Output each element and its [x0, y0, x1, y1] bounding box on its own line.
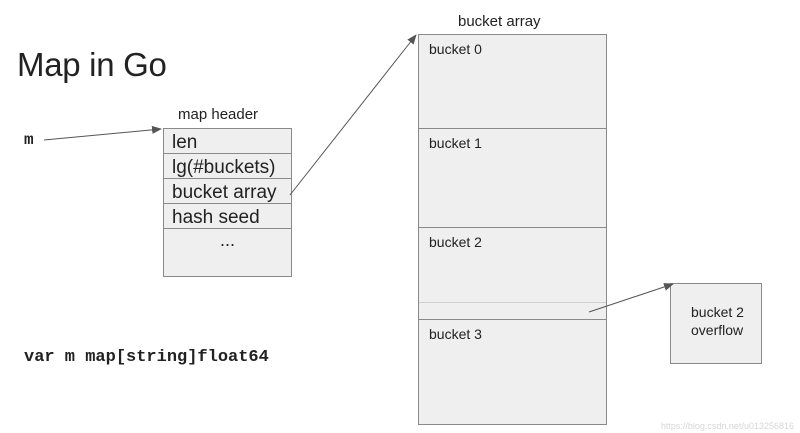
- header-field-lg-buckets: lg(#buckets): [164, 154, 291, 179]
- bucket-divider: [419, 319, 606, 320]
- map-declaration: var m map[string]float64: [24, 348, 269, 367]
- arrow-m-to-header: [43, 125, 162, 141]
- bucket-3: bucket 3: [429, 326, 482, 342]
- variable-m: m: [24, 131, 34, 149]
- bucket-divider: [419, 128, 606, 129]
- bucket-2: bucket 2: [429, 234, 482, 250]
- bucket-array-label: bucket array: [458, 13, 541, 30]
- header-field-bucket-array: bucket array: [164, 179, 291, 204]
- header-field-ellipsis: ...: [219, 230, 235, 250]
- bucket-inner-divider: [419, 302, 606, 303]
- bucket-1: bucket 1: [429, 135, 482, 151]
- map-header-label: map header: [178, 106, 259, 123]
- arrow-header-to-bucket-array: [289, 34, 417, 196]
- bucket-array-box: bucket 0 bucket 1 bucket 2 bucket 3: [418, 34, 607, 425]
- map-header-box: len lg(#buckets) bucket array hash seed …: [163, 128, 292, 277]
- overflow-label-line2: overflow: [691, 322, 744, 338]
- diagram-title: Map in Go: [17, 46, 167, 83]
- header-field-len: len: [164, 129, 291, 154]
- bucket-divider: [419, 227, 606, 228]
- overflow-label-line1: bucket 2: [691, 304, 744, 320]
- watermark: https://blog.csdn.net/u013256816: [660, 421, 794, 431]
- header-field-hash-seed: hash seed: [164, 204, 291, 229]
- bucket-0: bucket 0: [429, 41, 482, 57]
- overflow-bucket-box: bucket 2 overflow: [670, 283, 762, 364]
